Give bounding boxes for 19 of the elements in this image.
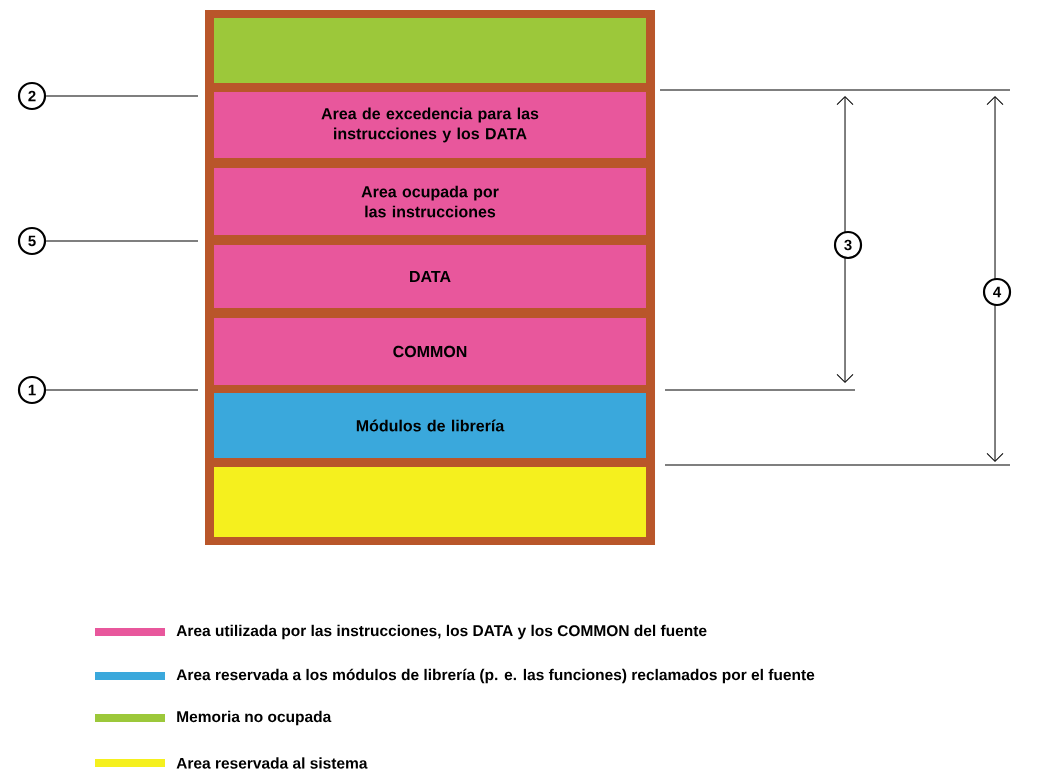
leader-line xyxy=(45,389,199,391)
memory-band: Area ocupada por las instrucciones xyxy=(214,168,646,235)
callout-number: 1 xyxy=(17,375,47,405)
memory-band: Area de excedencia para las instrucciones y los DATA xyxy=(214,92,646,158)
callout-number: 3 xyxy=(833,230,863,260)
callout-number: 4 xyxy=(982,277,1012,307)
memory-band: COMMON xyxy=(214,318,646,385)
memory-band xyxy=(214,18,646,83)
leader-line xyxy=(45,240,199,242)
legend-text: Area reservada al sistema xyxy=(176,757,368,769)
memory-band: DATA xyxy=(214,245,646,308)
leader-line xyxy=(45,95,199,97)
legend-text: Area utilizada por las instrucciones, los DATA y los COMMON del fuente xyxy=(176,624,707,640)
callout-number: 5 xyxy=(17,226,47,256)
callout-number: 2 xyxy=(17,81,47,111)
memory-band: Módulos de librería xyxy=(214,393,646,458)
legend-text: Memoria no ocupada xyxy=(177,710,332,726)
legend-text: Area reservada a los módulos de librería (p. e. las funciones) reclamados por el fuente xyxy=(176,668,815,684)
memory-band xyxy=(214,467,646,537)
